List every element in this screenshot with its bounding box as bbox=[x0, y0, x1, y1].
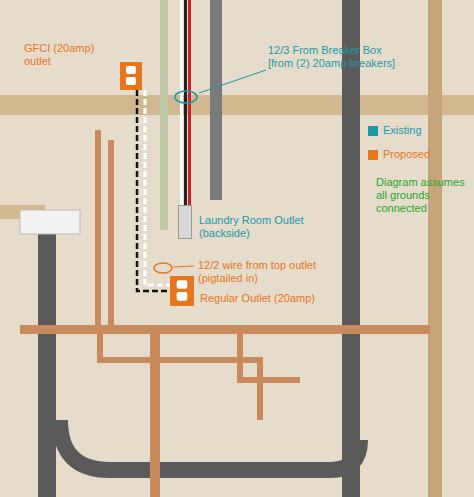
outlet-label: GFCI (20amp) outlet bbox=[24, 42, 104, 68]
pvc-fitting bbox=[20, 210, 80, 234]
leader-line bbox=[173, 266, 194, 267]
outlet-label: Regular Outlet (20amp) bbox=[200, 292, 330, 305]
leader-line bbox=[199, 70, 266, 93]
outlet-symbol bbox=[120, 62, 142, 90]
wire-casing bbox=[145, 90, 170, 285]
wood-post bbox=[428, 0, 442, 497]
outlet-label: Laundry Room Outlet (backside) bbox=[199, 214, 309, 240]
receptacle bbox=[126, 77, 136, 85]
receptacle bbox=[177, 292, 188, 301]
annotation-text: Diagram assumes all grounds connected bbox=[376, 176, 470, 216]
copper-pipe bbox=[108, 140, 114, 325]
legend-text: Proposed bbox=[383, 148, 430, 161]
copper-pipe bbox=[240, 334, 300, 380]
callout-circle bbox=[175, 91, 197, 103]
wire bbox=[188, 0, 191, 220]
legend-swatch bbox=[368, 126, 378, 136]
outlet-box: Regular Outlet (20amp) bbox=[170, 276, 194, 306]
outlet-box: GFCI (20amp) outlet bbox=[120, 62, 142, 90]
electrical-box: Laundry Room Outlet (backside) bbox=[178, 205, 192, 239]
receptacle bbox=[177, 280, 188, 289]
drain-pipe bbox=[210, 0, 222, 200]
copper-pipe bbox=[20, 325, 430, 334]
wire-connector bbox=[137, 90, 170, 291]
drain-pipe bbox=[342, 0, 360, 497]
copper-pipe bbox=[100, 334, 260, 420]
legend-swatch bbox=[368, 150, 378, 160]
callout-circle bbox=[154, 263, 172, 273]
drain-pipe bbox=[38, 230, 56, 497]
legend-entry: Existing bbox=[368, 124, 422, 137]
drain-pipe bbox=[60, 420, 360, 470]
stud bbox=[160, 0, 168, 230]
receptacle bbox=[126, 66, 136, 74]
wire bbox=[184, 0, 187, 220]
annotation-text: 12/2 wire from top outlet (pigtailed in) bbox=[198, 259, 330, 285]
legend-entry: Proposed bbox=[368, 148, 430, 161]
wire bbox=[180, 0, 183, 220]
copper-pipe bbox=[95, 130, 101, 325]
wood-beam bbox=[0, 95, 474, 115]
outlet-symbol bbox=[170, 276, 194, 306]
legend-text: Existing bbox=[383, 124, 422, 137]
annotation-text: 12/3 From Breaker Box [from (2) 20amp br… bbox=[268, 44, 403, 70]
